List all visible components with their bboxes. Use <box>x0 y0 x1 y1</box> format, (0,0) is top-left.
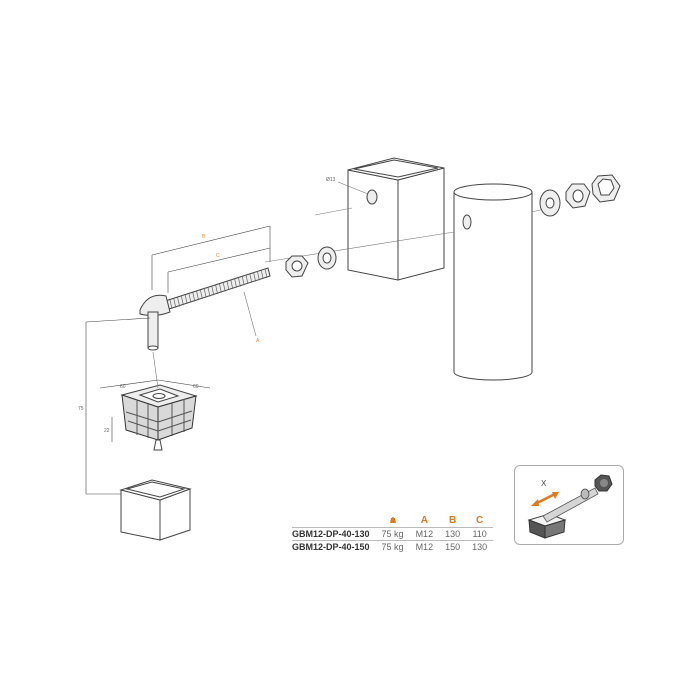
hinge-pin <box>139 267 271 351</box>
load-cell: 75 kg <box>375 540 410 553</box>
washer-left <box>317 246 337 270</box>
a-cell: M12 <box>409 527 440 541</box>
dimension-c <box>167 247 271 293</box>
table-row: GBM12-DP-40-150 75 kg M12 150 130 <box>292 540 494 553</box>
thread-ridge <box>245 274 249 285</box>
thread-ridge <box>181 296 184 306</box>
thread-ridge <box>234 278 237 288</box>
washer-right <box>539 189 561 217</box>
product-spec-table: A B C GBM12-DP-40-130 75 kg M12 130 110 … <box>292 515 494 553</box>
thread-ridge <box>238 277 241 287</box>
b-cell: 150 <box>439 540 467 553</box>
post-square-tube <box>119 479 192 541</box>
dimension-height <box>85 317 151 495</box>
thread-ridge <box>222 282 226 292</box>
load-cell: 75 kg <box>375 527 410 541</box>
thread-ridge <box>249 273 253 283</box>
height-label: 75 <box>78 406 84 412</box>
hole-diameter-label: Ø13 <box>326 177 336 183</box>
dimension-b-label: B <box>202 234 206 240</box>
c-cell: 130 <box>466 540 494 553</box>
cap-nut-right <box>591 174 621 203</box>
thread-ridge <box>177 297 180 307</box>
table-row: GBM12-DP-40-130 75 kg M12 130 110 <box>292 527 494 541</box>
thread-ridge <box>253 272 256 282</box>
nut-left <box>285 255 309 278</box>
thread-ridge <box>241 276 245 286</box>
thread-ridge <box>264 268 268 278</box>
weight-icon <box>389 515 397 523</box>
insert-height-label: 22 <box>104 428 110 434</box>
thread-ridge <box>169 299 173 310</box>
thread-ridge <box>211 286 215 296</box>
thread-ridge <box>230 279 234 290</box>
thread-ridge <box>207 287 211 297</box>
thread-ridge <box>260 269 264 280</box>
square-tube <box>347 157 445 281</box>
thread-ridge <box>188 293 192 303</box>
thread-ridge <box>215 284 218 295</box>
thread-ridge <box>184 294 188 305</box>
adjustment-inset: X <box>514 465 624 545</box>
thread-ridge <box>257 271 260 281</box>
header-load <box>376 515 410 528</box>
header-b: B <box>448 515 457 526</box>
thread-ridge <box>226 281 230 291</box>
model-cell: GBM12-DP-40-130 <box>292 527 376 541</box>
dimension-a-label: A <box>256 338 260 344</box>
plastic-insert <box>120 384 198 451</box>
round-tube <box>453 183 533 381</box>
dimension-c-label: C <box>216 253 220 259</box>
inset-x-label: X <box>541 479 547 488</box>
inset-drawing: X <box>527 474 613 539</box>
header-a: A <box>420 515 428 526</box>
thread-ridge <box>200 289 203 300</box>
insert-width-label-a: 60 <box>120 384 126 390</box>
model-cell: GBM12-DP-40-150 <box>292 540 376 553</box>
header-model <box>292 515 376 528</box>
nut-right <box>565 183 591 209</box>
thread-ridge <box>203 288 207 298</box>
b-cell: 130 <box>439 527 467 541</box>
c-cell: 110 <box>466 527 494 541</box>
insert-width-dims <box>99 379 211 389</box>
insert-width-label-b: 60 <box>193 384 199 390</box>
dimension-b <box>151 225 271 290</box>
thread-ridge <box>173 298 177 308</box>
thread-ridge <box>196 291 199 301</box>
thread-ridge <box>192 292 196 302</box>
a-cell: M12 <box>409 540 440 553</box>
header-c: C <box>476 515 484 526</box>
thread-ridge <box>219 283 222 293</box>
